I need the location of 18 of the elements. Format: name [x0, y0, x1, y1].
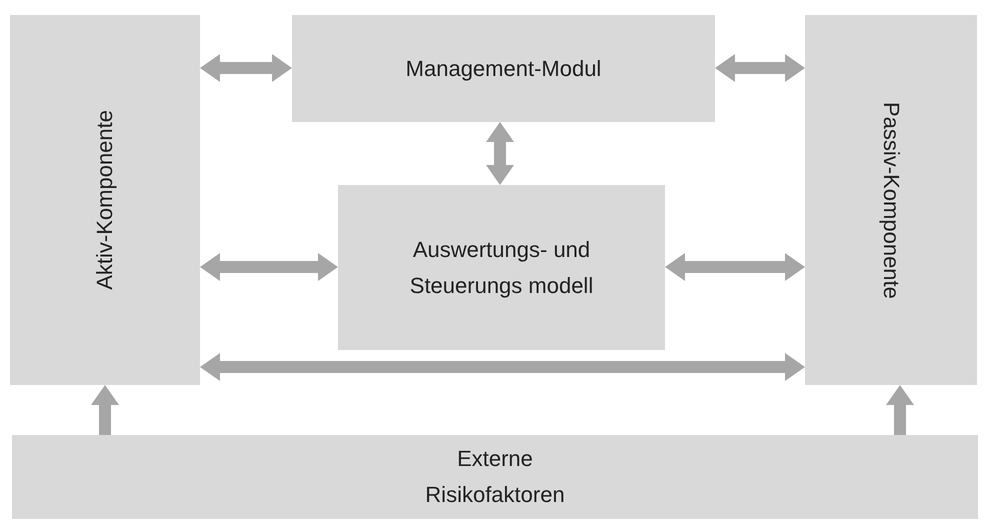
- process-box: [12, 435, 978, 519]
- box-label: Passiv-Komponente: [878, 102, 905, 298]
- double-arrow: [200, 54, 292, 82]
- process-box: [338, 185, 665, 350]
- box-label: Auswertungs- und Steuerungs modell: [408, 236, 594, 300]
- double-arrow: [886, 385, 914, 435]
- box-label: Aktiv-Komponente: [91, 110, 118, 290]
- process-box: [805, 15, 977, 385]
- double-arrow: [200, 253, 338, 281]
- double-arrow: [200, 353, 805, 381]
- double-arrow: [665, 253, 805, 281]
- double-arrow: [91, 385, 119, 435]
- process-box: [10, 15, 200, 385]
- double-arrow: [486, 122, 514, 185]
- double-arrow: [715, 54, 805, 82]
- box-label: Management-Modul: [406, 54, 602, 83]
- box-label: Externe Risikofaktoren: [424, 445, 566, 509]
- process-box: [292, 15, 715, 122]
